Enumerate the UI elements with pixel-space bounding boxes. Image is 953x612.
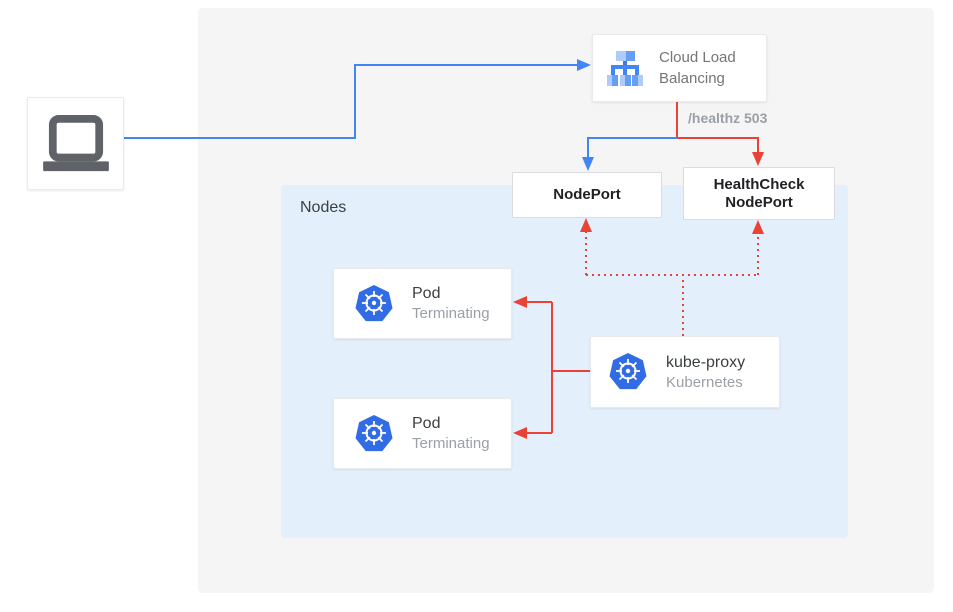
client-to-clb-line bbox=[122, 64, 578, 139]
kubeproxy-to-healthcheck-arrowhead bbox=[752, 220, 764, 234]
pod-1-title: Pod bbox=[412, 285, 441, 302]
pod-1-status: Terminating bbox=[412, 305, 490, 322]
clb-to-healthcheck-line bbox=[676, 102, 759, 153]
clb-to-nodeport-arrowhead bbox=[582, 157, 594, 171]
nodeport-node: NodePort bbox=[512, 172, 662, 218]
cloud-load-balancing-node: Cloud Load Balancing bbox=[592, 34, 767, 102]
kubeproxy-to-pod2-arrowhead bbox=[513, 427, 527, 439]
clb-to-healthcheck-arrowhead bbox=[752, 152, 764, 166]
pod-1-labels: Pod Terminating bbox=[412, 283, 490, 324]
kubernetes-icon bbox=[608, 352, 648, 392]
laptop-icon bbox=[37, 114, 115, 173]
pod-2-labels: Pod Terminating bbox=[412, 413, 490, 454]
kubeproxy-to-nodeport-arrowhead bbox=[580, 218, 592, 232]
nodeport-label: NodePort bbox=[553, 186, 621, 203]
pod-1-node: Pod Terminating bbox=[333, 268, 512, 339]
client-node bbox=[27, 97, 124, 190]
kube-proxy-subtitle: Kubernetes bbox=[666, 373, 743, 391]
clb-to-nodeport-line bbox=[587, 137, 677, 158]
pod-2-status: Terminating bbox=[412, 435, 490, 452]
kubernetes-icon bbox=[354, 284, 394, 324]
healthcheck-nodeport-node: HealthCheck NodePort bbox=[683, 167, 835, 220]
cloud-load-balancing-label: Cloud Load Balancing bbox=[659, 49, 736, 87]
pod-2-title: Pod bbox=[412, 415, 441, 432]
client-to-clb-arrowhead bbox=[577, 59, 591, 71]
cloud-load-balancing-icon bbox=[601, 44, 649, 92]
healthcheck-nodeport-label: HealthCheck NodePort bbox=[713, 175, 805, 211]
kube-proxy-title: kube-proxy bbox=[666, 353, 746, 371]
kubeproxy-to-pod1-arrowhead bbox=[513, 296, 527, 308]
healthz-annotation: /healthz 503 bbox=[688, 110, 768, 126]
kube-proxy-node: kube-proxy Kubernetes bbox=[590, 336, 780, 408]
nodes-group-label: Nodes bbox=[300, 199, 347, 216]
pod-2-node: Pod Terminating bbox=[333, 398, 512, 469]
kubernetes-icon bbox=[354, 414, 394, 454]
kube-proxy-labels: kube-proxy Kubernetes bbox=[666, 352, 745, 393]
